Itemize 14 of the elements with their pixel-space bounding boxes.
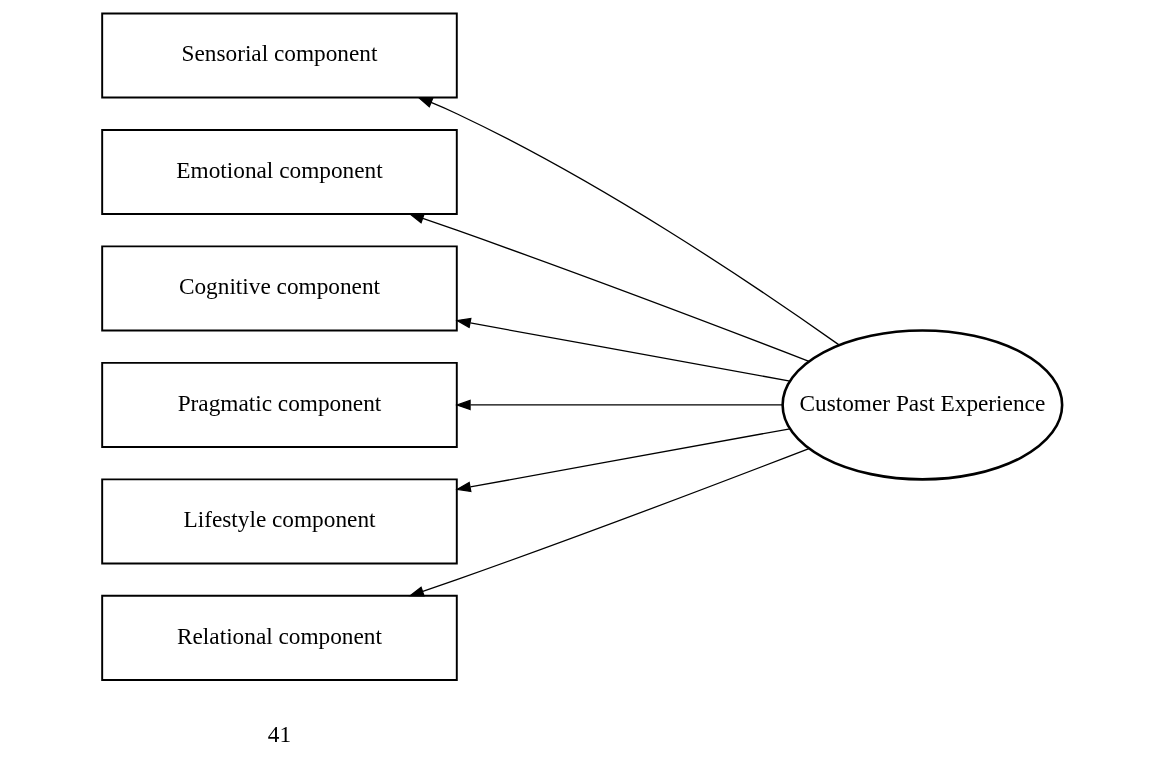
arrow — [454, 428, 791, 493]
arrow — [416, 96, 840, 346]
node-box: Relational component — [100, 594, 458, 681]
node-box: Sensorial component — [100, 12, 458, 99]
arrow — [407, 447, 810, 597]
arrow — [454, 317, 791, 382]
node-box: Cognitive component — [100, 245, 458, 332]
label: 41 — [267, 720, 291, 747]
arrow — [454, 399, 784, 411]
node-box: Lifestyle component — [100, 478, 458, 565]
node-box: Pragmatic component — [100, 361, 458, 448]
node-ellipse: Customer Past Experience — [780, 329, 1063, 481]
node-box: Emotional component — [100, 128, 458, 215]
arrow — [407, 213, 810, 362]
